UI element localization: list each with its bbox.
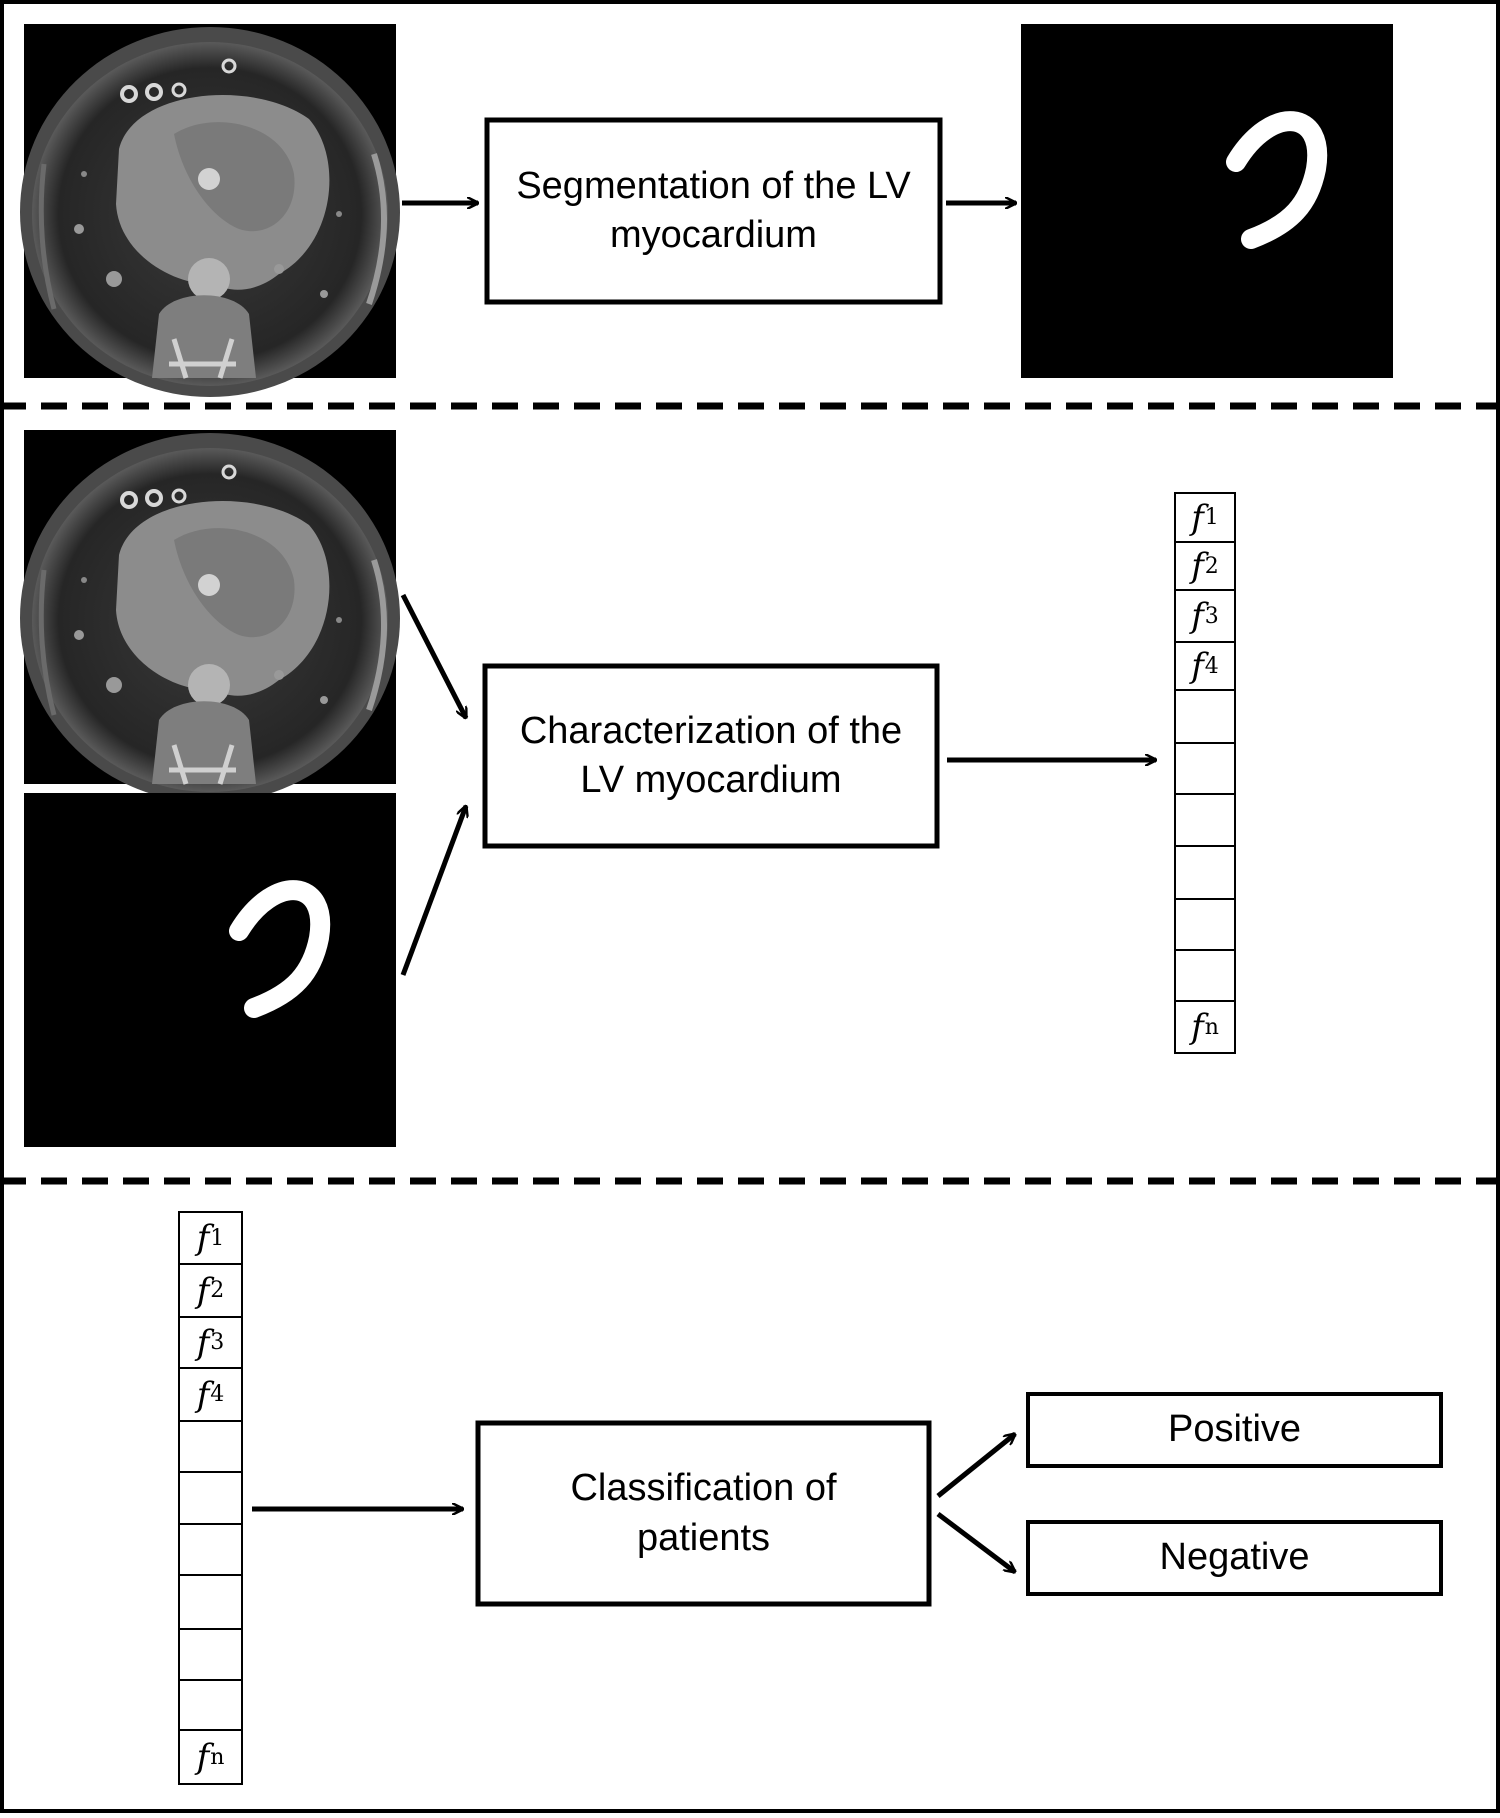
- feature-cell: [1174, 689, 1236, 744]
- feature-vector-2: [178, 1211, 243, 1785]
- classification-box: [475, 1420, 932, 1607]
- classification-label: Classification of patients: [570, 1467, 837, 1559]
- feature-cell: [1174, 641, 1236, 691]
- feature-cell: [1174, 742, 1236, 795]
- feature-cell: [178, 1367, 243, 1422]
- feature-cell: [1174, 541, 1236, 591]
- feature-cell: [178, 1628, 243, 1681]
- feature-cell: [178, 1574, 243, 1630]
- feature-cell: [178, 1211, 243, 1265]
- feature-vector-1: [1174, 492, 1236, 1054]
- feature-cell: [178, 1316, 243, 1369]
- arrow-classification-to-negative: [936, 1512, 1015, 1572]
- ct-input-image-2: [20, 430, 400, 803]
- ct-input-image: [20, 24, 400, 397]
- segmentation-mask-image: [1021, 24, 1393, 378]
- feature-cell: [1174, 949, 1236, 1002]
- arrow-classification-to-positive: [936, 1434, 1015, 1498]
- negative-label: Negative: [1159, 1536, 1310, 1579]
- segmentation-label: Segmentation of the LV myocardium: [516, 164, 911, 256]
- feature-cell: [1174, 898, 1236, 951]
- characterization-label: Characterization of the LV myocardium: [519, 709, 903, 801]
- feature-cell: [1174, 1000, 1236, 1054]
- feature-cell: [1174, 589, 1236, 643]
- negative-box: [1026, 1520, 1443, 1596]
- arrow-mask-to-characterization: [400, 806, 466, 976]
- arrow-ct-to-characterization: [400, 593, 469, 718]
- feature-cell: [178, 1263, 243, 1318]
- characterization-box: [482, 663, 940, 849]
- feature-cell: [178, 1471, 243, 1525]
- mask-input-image: [24, 793, 396, 1147]
- positive-box: [1026, 1392, 1443, 1468]
- positive-label: Positive: [1167, 1408, 1302, 1451]
- segmentation-box: [484, 117, 943, 305]
- feature-cell: [1174, 845, 1236, 900]
- feature-cell: [1174, 793, 1236, 847]
- feature-cell: [178, 1523, 243, 1576]
- feature-cell: [178, 1729, 243, 1785]
- feature-cell: [178, 1679, 243, 1731]
- feature-cell: [178, 1420, 243, 1473]
